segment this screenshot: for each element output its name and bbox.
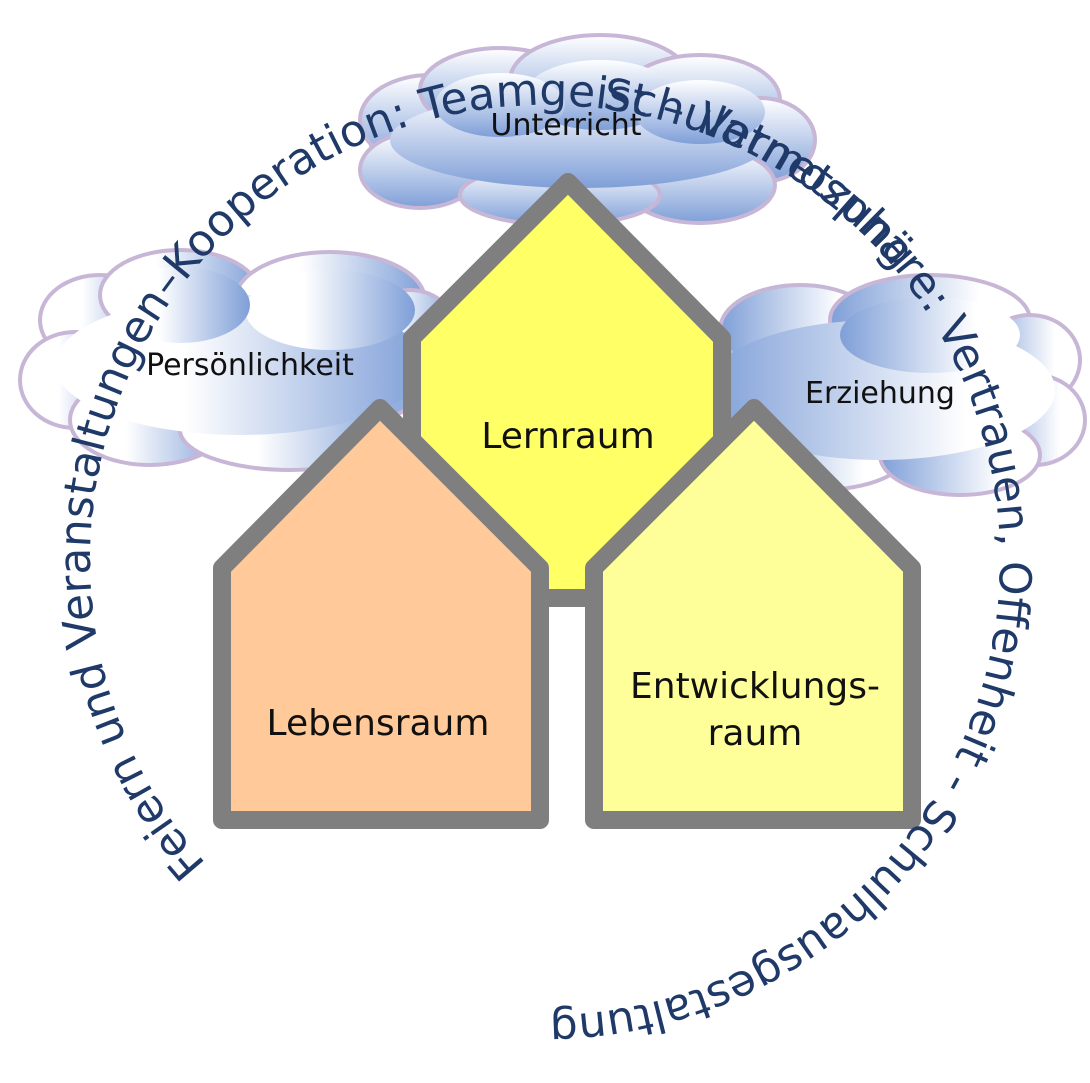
cloud-unterricht: Unterricht (358, 33, 817, 227)
cloud-label-erziehung: Erziehung (805, 376, 955, 411)
house-entwicklungsraum: Entwicklungs- raum (585, 399, 921, 829)
house-lebensraum: Lebensraum (213, 399, 549, 829)
house-label-lebensraum: Lebensraum (267, 703, 490, 744)
cloud-label-unterricht: Unterricht (491, 108, 642, 143)
house-label-entwicklungsraum-line1: Entwicklungs- (630, 666, 880, 707)
cloud-label-persoenlichkeit: Persönlichkeit (146, 348, 354, 383)
house-label-lernraum: Lernraum (481, 416, 654, 457)
house-lernraum: Lernraum (403, 173, 731, 607)
house-label-entwicklungsraum-line2: raum (708, 713, 803, 754)
